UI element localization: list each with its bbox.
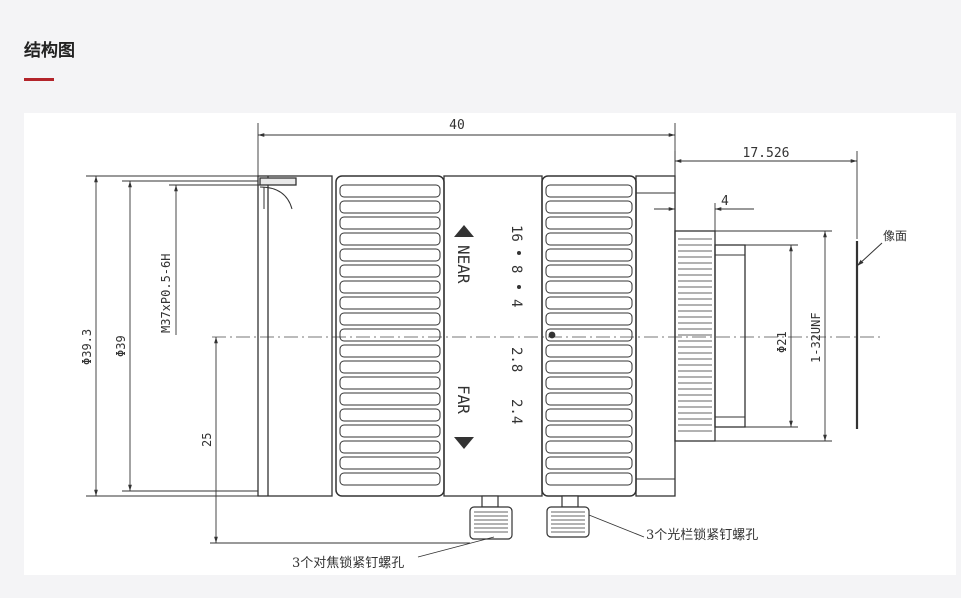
scale-dot (517, 285, 521, 289)
knurl-rib (545, 456, 633, 470)
scale-body (443, 175, 543, 497)
dim-outer-dia-1-value: Φ39.3 (80, 329, 94, 365)
knurl-rib (339, 296, 441, 310)
dim-filter-thread: M37xP0.5-6H (159, 184, 260, 335)
dim-flange-back: 17.526 (674, 146, 858, 239)
mount-thread (674, 230, 716, 442)
iris-screw-callout: 3个光栏锁紧钉螺孔 (588, 514, 758, 543)
fstop-2-8: 2.8 (508, 347, 524, 372)
dim-outer-dia-1: Φ39.3 (80, 175, 258, 497)
structure-drawing: 像面 NEAR FAR 16 8 4 2.8 2.4 40 17. (24, 113, 956, 575)
knurl-rib (545, 424, 633, 438)
focus-ring (335, 175, 445, 497)
focus-screw-label: 3个对焦锁紧钉螺孔 (292, 555, 404, 571)
knurl-rib (339, 392, 441, 406)
knurl-rib (339, 200, 441, 214)
dim-rear-dia: Φ21 (745, 244, 798, 428)
index-dot (548, 331, 556, 339)
fstop-8: 8 (508, 265, 524, 273)
fstop-4: 4 (508, 299, 524, 307)
knurl-rib (339, 280, 441, 294)
knurl-rib (339, 184, 441, 198)
dim-rear-short-value: 4 (721, 194, 729, 209)
focus-screw-callout: 3个对焦锁紧钉螺孔 (292, 536, 495, 571)
focus-lock-screw (469, 495, 513, 540)
section-title: 结构图 (24, 41, 75, 61)
knurl-rib (545, 232, 633, 246)
knurl-rib (545, 296, 633, 310)
dim-filter-thread-value: M37xP0.5-6H (159, 254, 173, 333)
knurl-rib (545, 408, 633, 422)
knurl-rib (545, 344, 633, 358)
knurl-rib (339, 360, 441, 374)
knurl-rib (545, 392, 633, 406)
scale-dot (517, 251, 521, 255)
knurl-rib (339, 408, 441, 422)
dim-rear-dia-value: Φ21 (775, 331, 789, 353)
image-plane: 像面 (855, 229, 907, 429)
knurl-rib (545, 472, 633, 486)
knurl-rib (545, 248, 633, 262)
knurl-rib (545, 216, 633, 230)
fstop-2-4: 2.4 (508, 399, 524, 424)
knurl-rib (339, 424, 441, 438)
rear-barrel (714, 244, 746, 428)
knurl-rib (545, 360, 633, 374)
dim-total-length-value: 40 (449, 118, 465, 133)
knurl-rib (545, 184, 633, 198)
knurl-rib (545, 200, 633, 214)
knurl-rib (339, 264, 441, 278)
dim-center-height-value: 25 (200, 433, 214, 447)
near-label: NEAR (454, 245, 473, 284)
near-arrow-icon (454, 225, 474, 237)
knurl-rib (545, 312, 633, 326)
knurl-rib (339, 376, 441, 390)
scale-markings: NEAR FAR 16 8 4 2.8 2.4 (454, 225, 556, 449)
knurl-rib (545, 440, 633, 454)
far-label: FAR (454, 385, 473, 414)
dim-center-height: 25 (200, 337, 470, 544)
knurl-rib (339, 216, 441, 230)
dim-mount-thread-value: 1-32UNF (809, 312, 823, 363)
knurl-rib (545, 328, 633, 342)
knurl-rib (545, 264, 633, 278)
image-plane-label: 像面 (883, 229, 907, 243)
knurl-rib (339, 328, 441, 342)
fstop-16: 16 (508, 225, 524, 242)
iris-lock-screw (546, 495, 590, 538)
iris-ring (541, 175, 637, 497)
lens-drawing-svg: 像面 NEAR FAR 16 8 4 2.8 2.4 40 17. (80, 118, 907, 571)
dim-mount-thread: 1-32UNF (715, 230, 832, 442)
rear-section (635, 175, 676, 497)
dim-outer-dia-2: Φ39 (114, 180, 258, 492)
title-accent-bar (24, 78, 54, 81)
knurl-rib (339, 472, 441, 486)
far-arrow-icon (454, 437, 474, 449)
knurl-rib (339, 344, 441, 358)
dim-flange-back-value: 17.526 (743, 146, 790, 161)
knurl-rib (339, 456, 441, 470)
knurl-rib (339, 248, 441, 262)
knurl-rib (339, 232, 441, 246)
knurl-rib (545, 280, 633, 294)
knurl-rib (545, 376, 633, 390)
dim-total-length: 40 (257, 118, 676, 176)
knurl-rib (339, 440, 441, 454)
iris-screw-label: 3个光栏锁紧钉螺孔 (646, 527, 758, 543)
knurl-rib (339, 312, 441, 326)
front-body (257, 175, 333, 497)
dim-outer-dia-2-value: Φ39 (114, 335, 128, 357)
dim-rear-short: 4 (654, 194, 754, 231)
